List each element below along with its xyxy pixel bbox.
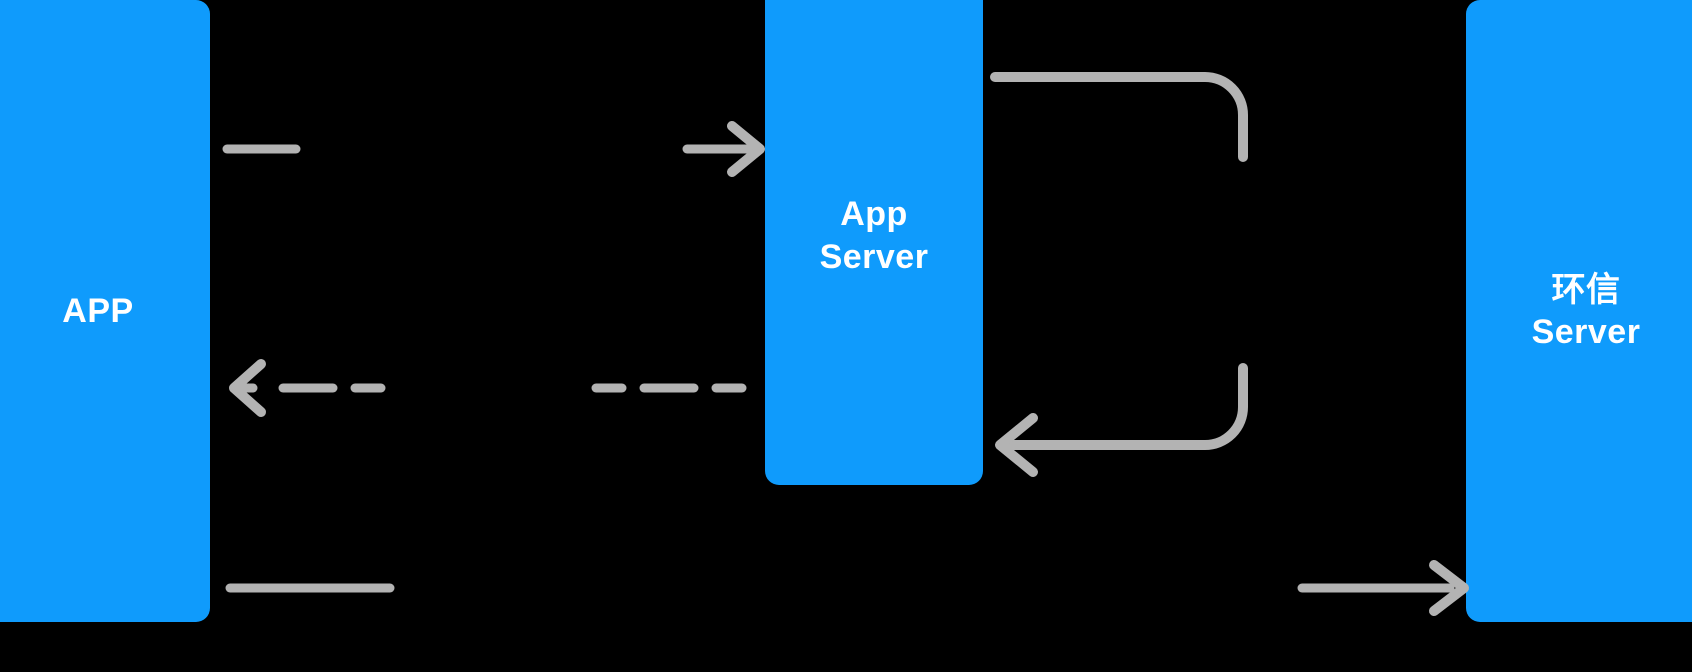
node-app-label: APP [62,291,134,330]
arrowhead-right-icon [727,121,765,177]
connector-app-server-loop-top [990,62,1260,172]
connector-app-server-to-app [225,359,765,417]
loop-path-top [990,72,1248,162]
node-huanxin-server-label: 环信 Server [1531,270,1641,352]
node-app-server-label: App Server [819,195,929,276]
connector-app-to-huanxin-server [222,560,1472,616]
loop-path-bottom [999,363,1248,450]
node-huanxin-server[interactable]: 环信 Server [1466,0,1692,622]
node-app[interactable]: APP [0,0,210,622]
connector-app-to-app-server [220,121,765,177]
arrowhead-right-icon [1429,560,1469,616]
connector-loop-bottom-to-app-server [990,358,1260,478]
node-app-server[interactable]: App Server [765,0,983,485]
arrowhead-left-icon [995,413,1038,477]
